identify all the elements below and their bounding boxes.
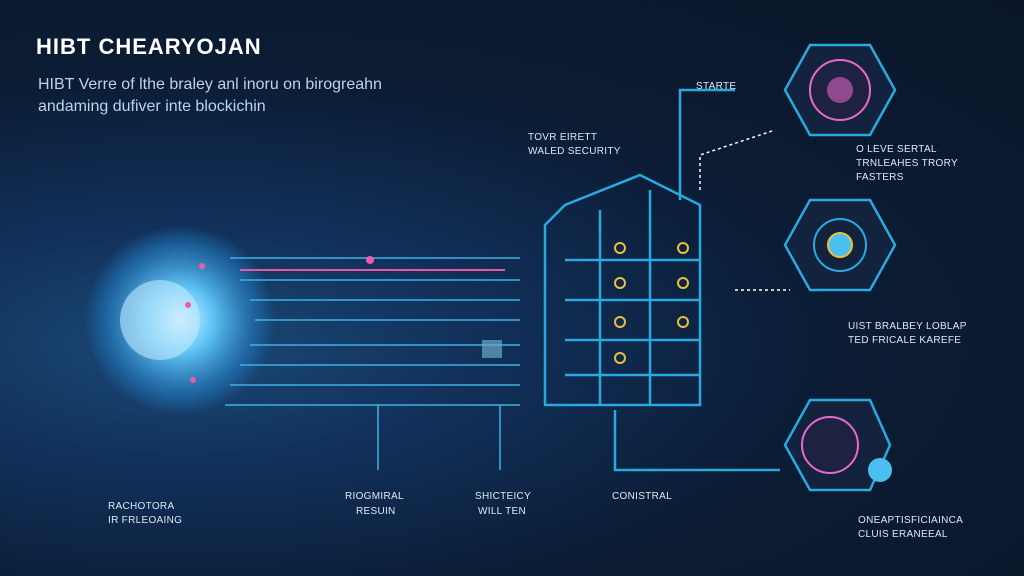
label-top-right-1: O LEVE SERTAL: [856, 144, 937, 155]
security-vault: [543, 88, 780, 472]
energy-burst-icon: [85, 225, 275, 415]
label-bottom-2b: RESUIN: [356, 506, 396, 517]
label-bottom-1b: IR FRLEOAING: [108, 515, 183, 526]
label-bottom-right-2: CLUIS ERANEEAL: [858, 529, 948, 540]
label-bottom-3b: WILL TEN: [478, 506, 526, 517]
label-bottom-2a: RIOGMIRAL: [345, 491, 404, 502]
node-hex-bottom: [783, 398, 892, 492]
data-nodes: [185, 256, 374, 383]
label-mid-right-2: TED FRICALE KAREFE: [848, 335, 962, 346]
label-top-right-3: FASTERS: [856, 172, 904, 183]
label-starte: STARTE: [696, 81, 737, 92]
data-lines: [225, 257, 520, 470]
label-bottom-4: CONISTRAL: [612, 491, 672, 502]
node-hex-top: [783, 43, 897, 137]
label-bottom-right-1: ONEAPTISFICIAINCA: [858, 515, 964, 526]
label-bottom-1a: RACHOTORA: [108, 501, 175, 512]
label-security-2: WALED SECURITY: [528, 146, 621, 157]
node-hex-middle: [783, 198, 897, 292]
label-security-1: TOVR EIRETT: [528, 132, 598, 143]
data-block: [482, 340, 502, 358]
label-top-right-2: TRNLEAHES TRORY: [856, 158, 958, 169]
connector-lines: [699, 129, 790, 291]
page-title: HIBT CHEARYOJAN: [36, 34, 262, 59]
label-mid-right-1: UIST BRALBEY LOBLAP: [848, 321, 967, 332]
subtitle-line-1: HIBT Verre of lthe braley anl inoru on b…: [38, 76, 382, 93]
subtitle-line-2: andaming dufiver inte blockichin: [38, 98, 266, 115]
lock-icons: [614, 242, 689, 364]
label-bottom-3a: SHICTEICY: [475, 491, 532, 502]
